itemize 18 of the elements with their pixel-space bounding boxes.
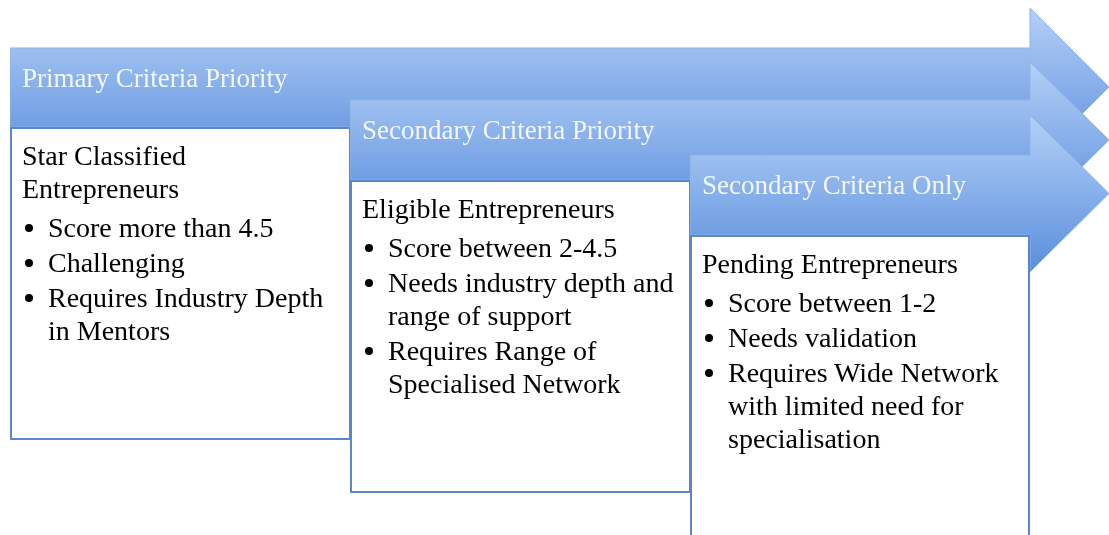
criteria-box [10, 127, 351, 440]
criteria-box [350, 180, 691, 493]
arrow-label: Primary Criteria Priority [22, 62, 289, 94]
criteria-box [690, 235, 1030, 535]
bullet-item: Challenging [48, 247, 185, 278]
bullet-item: Requires Range of Specialised Network [388, 335, 621, 399]
box-heading: Eligible Entrepreneurs [362, 192, 616, 225]
bullet-item: Score more than 4.5 [48, 212, 274, 243]
arrow-label: Secondary Criteria Priority [362, 114, 656, 146]
box-heading: Pending Entrepreneurs [702, 247, 959, 280]
arrow-label: Secondary Criteria Only [702, 169, 967, 201]
bullet-item: Score between 2-4.5 [388, 232, 618, 263]
bullet-item: Needs industry depth and range of support [388, 267, 674, 331]
bullet-item: Score between 1-2 [728, 287, 937, 318]
box-heading: Star Classified Entrepreneurs [22, 139, 188, 205]
bullet-item: Requires Industry Depth in Mentors [48, 282, 324, 346]
bullet-item: Requires Wide Network with limited need for specialisation [728, 357, 999, 454]
bullet-item: Needs validation [728, 322, 917, 353]
